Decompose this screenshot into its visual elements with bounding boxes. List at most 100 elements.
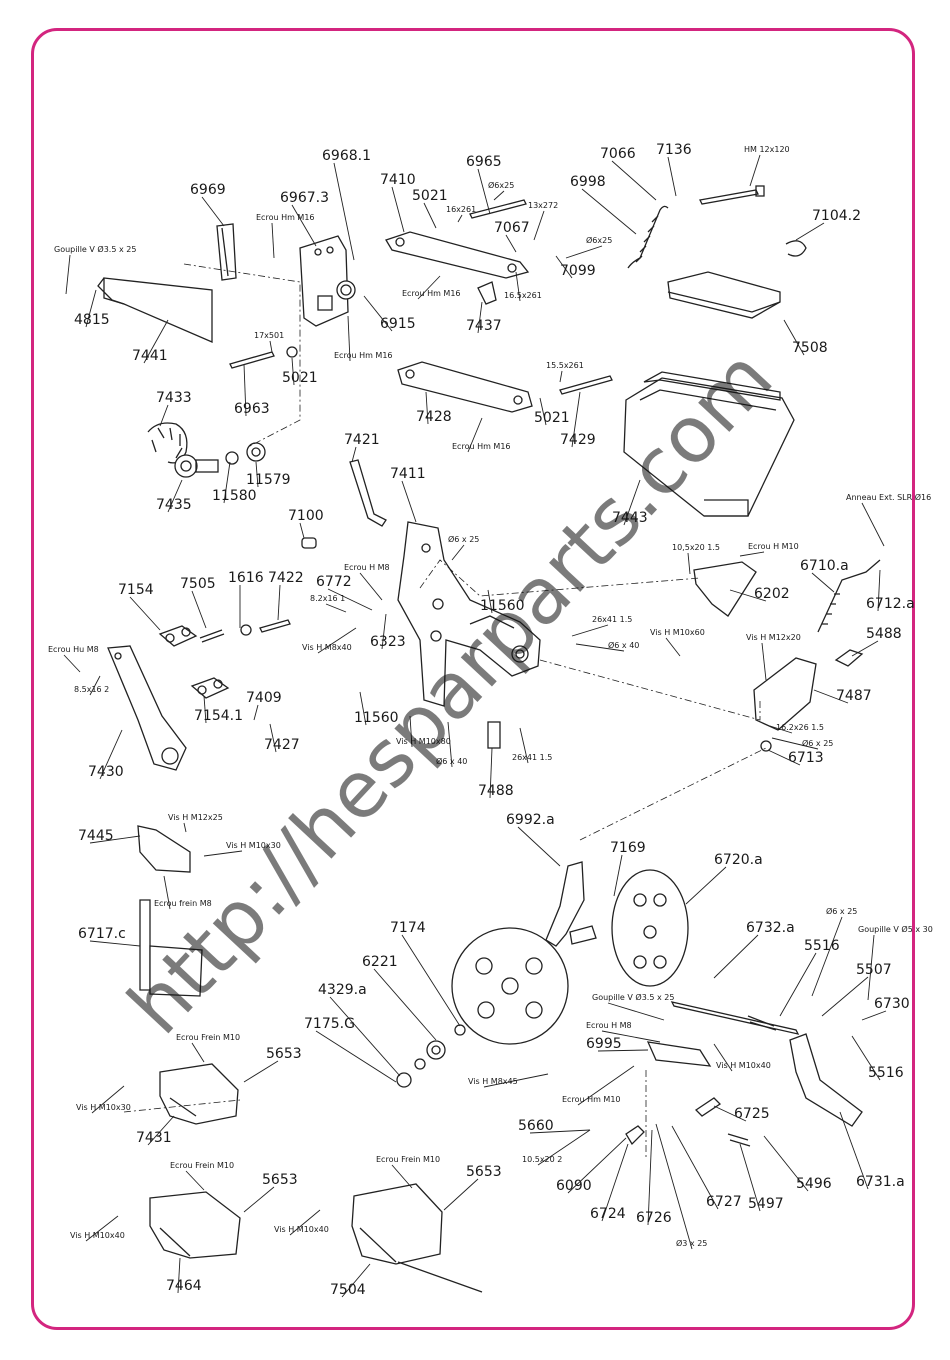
part-label: 7099 xyxy=(560,263,596,279)
leader-line xyxy=(315,1030,397,1083)
leader-line xyxy=(571,391,581,448)
leader-line xyxy=(611,160,657,201)
part-label: Ecrou Hu M8 xyxy=(48,645,99,654)
part-label: 7175.G xyxy=(304,1016,355,1032)
bracket-7445 xyxy=(137,825,191,873)
leader-line xyxy=(771,737,819,750)
leader-line xyxy=(519,727,529,764)
part-label: 26x41 1.5 xyxy=(512,753,552,762)
part-label: 7437 xyxy=(466,318,502,334)
shield-7464 xyxy=(149,1191,241,1259)
part-label: HM 12x120 xyxy=(744,145,790,154)
part-label: 7104.2 xyxy=(812,208,861,224)
leader-line xyxy=(99,729,123,780)
part-label: 6967.3 xyxy=(280,190,329,206)
leader-line xyxy=(559,370,563,383)
part-label: Ø6 x 25 xyxy=(448,534,479,544)
part-label: 7430 xyxy=(88,764,124,780)
leader-line xyxy=(183,822,187,833)
leader-line xyxy=(255,461,259,488)
leader-line xyxy=(417,275,441,300)
part-label: 7504 xyxy=(330,1282,366,1298)
bushing-7100 xyxy=(301,537,317,549)
part-label: 10.5x20 2 xyxy=(522,1155,562,1164)
leader-line xyxy=(483,1073,549,1088)
part-label: Goupille V Ø3.5 x 25 xyxy=(592,992,674,1002)
main-bracket-7411 xyxy=(397,521,541,707)
part-label: 8.5x16 2 xyxy=(74,685,109,694)
part-label: Ø3 x 25 xyxy=(676,1238,707,1248)
part-label: 5653 xyxy=(466,1164,502,1180)
tube-6717c xyxy=(139,899,203,997)
part-label: 5660 xyxy=(518,1118,554,1134)
leader-line xyxy=(795,222,825,241)
leader-line xyxy=(363,295,393,332)
link-7154-1 xyxy=(190,677,230,699)
leader-line xyxy=(769,725,793,734)
part-label: Ecrou H M8 xyxy=(586,1021,632,1030)
part-label: 7410 xyxy=(380,172,416,188)
leader-line xyxy=(655,1123,693,1250)
leader-line xyxy=(129,596,161,631)
leader-line xyxy=(65,254,71,295)
part-label: Vis H M10x60 xyxy=(650,628,705,637)
leader-line xyxy=(333,162,355,261)
leader-line xyxy=(253,704,259,721)
part-label: Ecrou Hm M10 xyxy=(562,1095,621,1104)
leader-line xyxy=(601,1030,661,1043)
leader-line xyxy=(729,589,767,602)
part-label: 7431 xyxy=(136,1130,172,1146)
part-label: 5507 xyxy=(856,962,892,978)
gear-7174 xyxy=(451,927,569,1045)
part-label: 7154 xyxy=(118,582,154,598)
leader-line xyxy=(601,1143,629,1222)
leader-line xyxy=(515,271,521,302)
part-label: 16.5x261 xyxy=(504,291,542,300)
part-label: 6731.a xyxy=(856,1174,905,1190)
leader-line xyxy=(685,866,727,905)
part-label: 6713 xyxy=(788,750,824,766)
part-label: 7435 xyxy=(156,497,192,513)
leader-line xyxy=(667,156,677,197)
leader-line xyxy=(269,340,273,353)
part-label: 15.5x261 xyxy=(546,361,584,370)
leader-line xyxy=(505,234,517,253)
part-label: 7421 xyxy=(344,432,380,448)
leader-line xyxy=(533,210,545,241)
part-label: 5653 xyxy=(262,1172,298,1188)
leader-line xyxy=(767,749,801,766)
leader-line xyxy=(401,480,417,523)
clip-5488 xyxy=(834,649,864,667)
leader-line xyxy=(607,1002,665,1021)
leader-line xyxy=(277,584,281,621)
leader-line xyxy=(867,934,875,1001)
part-label: 6732.a xyxy=(746,920,795,936)
part-label: Vis H M10x40 xyxy=(70,1231,125,1240)
leader-line xyxy=(761,642,767,681)
part-label: 17x501 xyxy=(254,331,284,340)
leader-line xyxy=(839,1111,869,1190)
leader-line xyxy=(299,522,305,539)
spring-6998 xyxy=(627,205,669,269)
leader-line xyxy=(739,1143,761,1212)
leader-line xyxy=(327,588,373,611)
leader-line xyxy=(147,1115,175,1146)
part-label: Ø6 x 40 xyxy=(436,756,467,766)
leader-line xyxy=(203,695,207,724)
gear-6720a xyxy=(611,869,689,987)
lever-6731a xyxy=(789,1033,863,1127)
part-label: 26x41 1.5 xyxy=(592,615,632,624)
leader-line xyxy=(451,544,465,561)
leader-line xyxy=(391,1164,413,1189)
leader-line xyxy=(811,916,843,997)
leader-line xyxy=(577,1065,635,1106)
part-label: Ecrou Frein M10 xyxy=(376,1155,440,1164)
part-label: 16.2x26 1.5 xyxy=(776,723,824,732)
leader-line xyxy=(401,934,461,1027)
part-label: 11580 xyxy=(212,488,257,504)
part-label: 7136 xyxy=(656,142,692,158)
part-label: 6992.a xyxy=(506,812,555,828)
